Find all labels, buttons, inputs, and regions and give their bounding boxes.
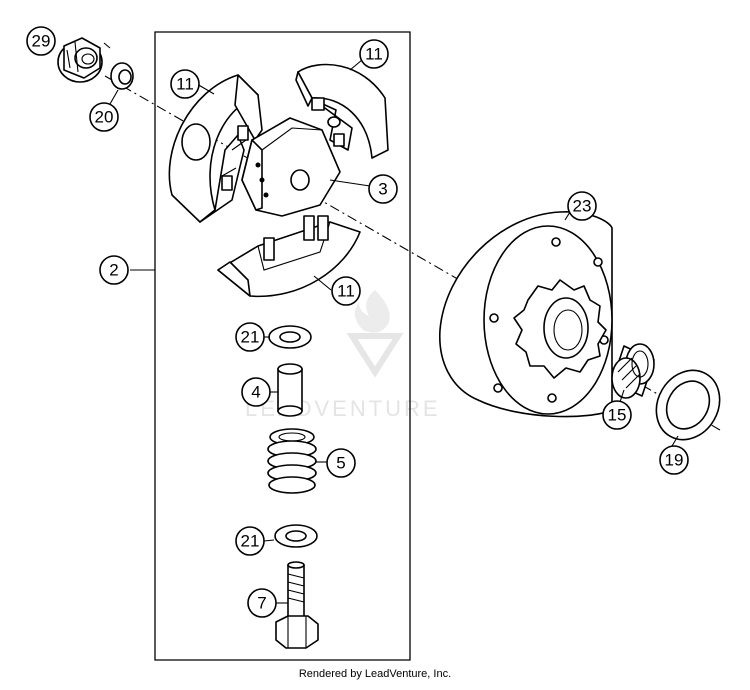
callout-21-lower-label: 21 bbox=[241, 532, 260, 551]
callout-2-label: 2 bbox=[109, 261, 118, 280]
callout-7: 7 bbox=[247, 588, 277, 618]
callout-4-label: 4 bbox=[251, 383, 260, 402]
callout-11-top-label: 11 bbox=[365, 45, 383, 64]
callout-23-label: 23 bbox=[573, 197, 592, 216]
clutch-shoe-bottom bbox=[217, 215, 361, 298]
callout-15-label: 15 bbox=[608, 406, 627, 425]
callout-11-bottom: 11 bbox=[331, 276, 361, 306]
spring bbox=[267, 428, 317, 494]
leader-lines bbox=[103, 42, 679, 604]
watermark-text: LEADVENTURE bbox=[245, 396, 441, 421]
washer-small bbox=[110, 62, 134, 90]
clutch-drum bbox=[439, 211, 613, 418]
callout-29: 29 bbox=[26, 26, 56, 56]
callout-3-label: 3 bbox=[378, 180, 387, 199]
callout-21-upper: 21 bbox=[235, 322, 265, 352]
callout-23: 23 bbox=[567, 191, 597, 221]
washer-lower bbox=[274, 524, 318, 548]
callout-20: 20 bbox=[89, 102, 119, 132]
centerline-axis bbox=[104, 75, 721, 431]
clutch-shoe-top bbox=[295, 63, 389, 159]
clutch-shoe-left bbox=[168, 74, 263, 223]
clutch-carrier bbox=[241, 117, 341, 217]
callout-11-bottom-label: 11 bbox=[337, 282, 355, 301]
needle-bearing bbox=[611, 343, 655, 399]
callout-19: 19 bbox=[659, 445, 689, 475]
watermark: LEADVENTURE bbox=[245, 290, 441, 421]
washer-upper bbox=[268, 325, 312, 349]
callout-11-top: 11 bbox=[359, 39, 389, 69]
assembly-frame bbox=[154, 31, 411, 661]
callout-2: 2 bbox=[99, 255, 129, 285]
callout-5: 5 bbox=[326, 448, 356, 478]
callout-5-label: 5 bbox=[336, 454, 345, 473]
callout-21-upper-label: 21 bbox=[241, 328, 260, 347]
callout-7-label: 7 bbox=[257, 594, 266, 613]
callout-11-left-label: 11 bbox=[176, 75, 194, 94]
callout-21-lower: 21 bbox=[235, 526, 265, 556]
rendered-by-footer: Rendered by LeadVenture, Inc. bbox=[298, 668, 452, 680]
callout-3: 3 bbox=[368, 174, 398, 204]
callout-29-label: 29 bbox=[32, 32, 51, 51]
flange-nut bbox=[57, 37, 103, 83]
callout-19-label: 19 bbox=[665, 451, 684, 470]
bolt bbox=[275, 561, 319, 649]
callout-20-label: 20 bbox=[95, 108, 114, 127]
sleeve bbox=[277, 363, 303, 417]
callout-4: 4 bbox=[241, 377, 271, 407]
callout-11-left: 11 bbox=[170, 69, 200, 99]
callout-15: 15 bbox=[602, 400, 632, 430]
thrust-washer bbox=[655, 369, 721, 441]
